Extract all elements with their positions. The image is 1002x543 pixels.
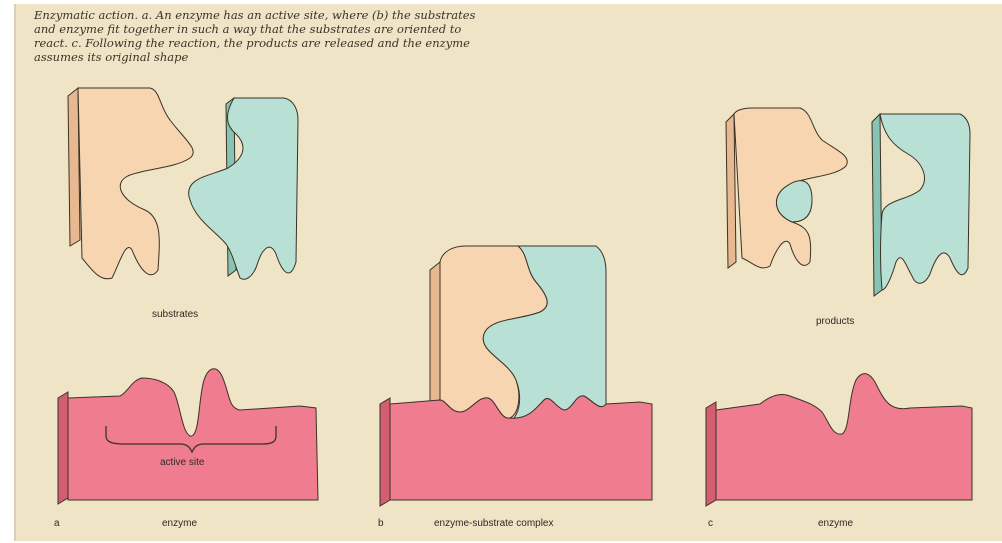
enzyme-c-side (706, 402, 716, 506)
enzyme-substrate-complex-label: enzyme-substrate complex (434, 518, 554, 529)
complex-peach-side (430, 262, 440, 406)
panel-letter-b: b (378, 518, 384, 529)
substrates-label: substrates (152, 309, 198, 320)
panel-letter-a: a (54, 518, 60, 529)
products-label: products (816, 316, 854, 327)
enzyme-a-side (58, 392, 68, 504)
enzyme-label-a: enzyme (162, 518, 197, 529)
enzyme-label-c: enzyme (818, 518, 853, 529)
substrate-peach-a (78, 88, 193, 279)
figure-caption: Enzymatic action. a. An enzyme has an ac… (34, 8, 494, 64)
product-teal (880, 114, 970, 290)
enzyme-b-side (380, 398, 390, 506)
active-site-label: active site (160, 457, 204, 468)
substrate-teal-a (189, 98, 298, 279)
product-peach-side (726, 114, 736, 268)
panel-letter-c: c (708, 518, 713, 529)
enzyme-c-body (716, 374, 972, 500)
